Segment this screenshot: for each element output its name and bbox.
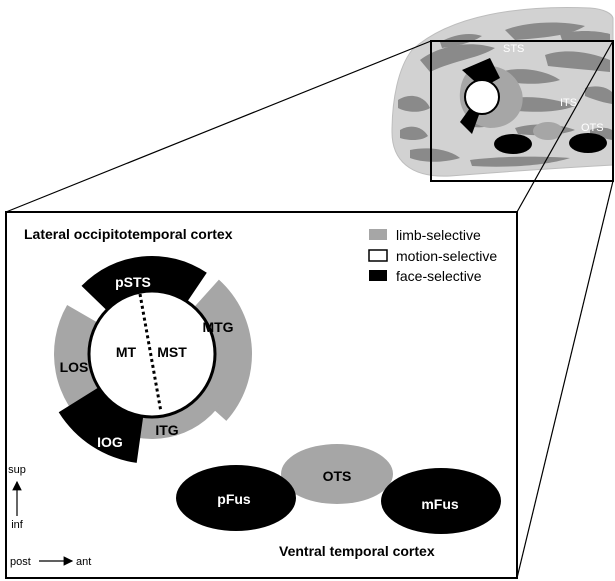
brain-label-sts: STS xyxy=(503,43,524,55)
label-psts: pSTS xyxy=(115,274,151,290)
ventral-title: Ventral temporal cortex xyxy=(279,543,435,559)
label-iog: IOG xyxy=(97,434,123,450)
label-mt: MT xyxy=(116,344,137,360)
mfus-ellipse xyxy=(381,468,501,534)
iog-wedge xyxy=(58,387,144,463)
legend-swatch-motion xyxy=(368,249,388,262)
label-ots: OTS xyxy=(323,468,352,484)
label-mfus: mFus xyxy=(421,496,459,512)
pfus-ellipse xyxy=(176,465,296,531)
legend-swatch-face xyxy=(369,270,387,281)
ots-ellipse xyxy=(281,444,393,504)
legend-label-face: face-selective xyxy=(396,268,482,284)
zoom-projection-lines xyxy=(5,40,614,579)
lateral-wheel xyxy=(54,256,252,463)
label-los: LOS xyxy=(60,359,89,375)
axis-sup-label: sup xyxy=(8,464,26,476)
lateral-title: Lateral occipitotemporal cortex xyxy=(24,226,233,242)
label-itg: ITG xyxy=(155,422,178,438)
psts-wedge xyxy=(81,256,207,311)
brain-label-ots: OTS xyxy=(581,122,604,134)
lateral-labels: pSTS MTG LOS MT MST ITG IOG xyxy=(60,274,234,450)
legend-label-limb: limb-selective xyxy=(396,227,481,243)
ventral-regions: OTS pFus mFus xyxy=(176,444,501,534)
label-mst: MST xyxy=(157,344,187,360)
brain-ots xyxy=(533,122,563,140)
legend: limb-selective motion-selective face-sel… xyxy=(368,227,497,284)
axis-inf-label: inf xyxy=(11,519,24,531)
brain-pfus xyxy=(494,134,532,154)
brain-label-its: ITS xyxy=(560,97,577,109)
axis-ant-label: ant xyxy=(76,556,91,568)
label-pfus: pFus xyxy=(217,491,251,507)
brain-face-wedge-upper xyxy=(462,58,500,88)
zoom-box xyxy=(430,40,614,182)
brain-motion-circle xyxy=(464,79,500,115)
brain-inset: STS ITS OTS xyxy=(391,7,614,182)
axis-post-label: post xyxy=(10,556,31,568)
legend-label-motion: motion-selective xyxy=(396,248,497,264)
mtg-wedge xyxy=(194,279,252,421)
label-mtg: MTG xyxy=(202,319,233,335)
orientation-axes: sup inf post ant xyxy=(8,464,91,568)
legend-swatch-limb xyxy=(369,229,387,240)
brain-face-wedge-lower xyxy=(460,108,480,134)
brain-mfus xyxy=(569,133,607,153)
mt-mst-divider xyxy=(138,293,163,413)
